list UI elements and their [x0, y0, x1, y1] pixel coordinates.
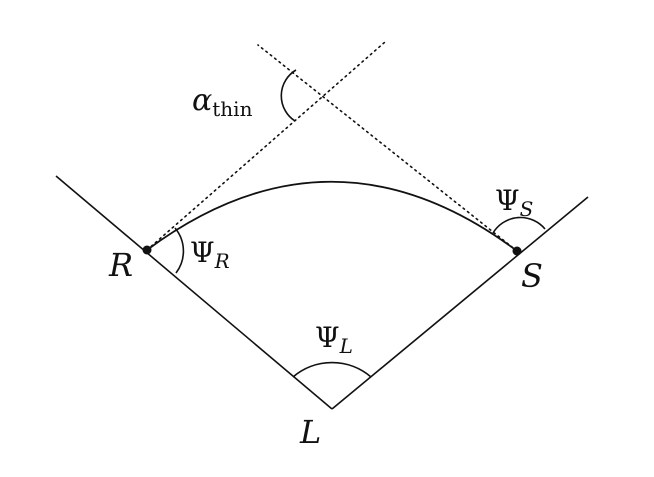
alpha-thin-label: αthin: [192, 83, 253, 121]
dotted-tangent-from-r: [146, 41, 386, 251]
psi-s-label: ΨS: [495, 184, 533, 221]
alpha-symbol: α: [192, 83, 212, 118]
psi-l-arc: [292, 361, 372, 378]
point-s-marker: [512, 246, 522, 256]
psi-s-arc: [492, 216, 546, 234]
point-s-label: S: [521, 257, 543, 295]
psi-r-symbol: Ψ: [190, 236, 215, 269]
alpha-thin-arc: [280, 69, 297, 122]
psi-r-label: ΨR: [190, 236, 230, 273]
psi-s-subscript: S: [520, 197, 534, 221]
point-l-label: L: [299, 413, 321, 451]
psi-l-subscript: L: [339, 334, 353, 358]
curved-ray-path: [146, 180, 518, 252]
dotted-tangent-from-s: [257, 44, 518, 252]
psi-s-symbol: Ψ: [495, 184, 520, 217]
psi-l-label: ΨL: [315, 321, 353, 358]
point-r-label: R: [108, 246, 133, 284]
left-ray-line: [55, 175, 333, 410]
psi-r-arc: [174, 227, 185, 274]
psi-r-subscript: R: [214, 249, 230, 273]
right-ray-line: [331, 196, 589, 410]
psi-l-symbol: Ψ: [315, 321, 340, 354]
point-r-marker: [142, 245, 152, 255]
alpha-subscript: thin: [212, 97, 252, 121]
